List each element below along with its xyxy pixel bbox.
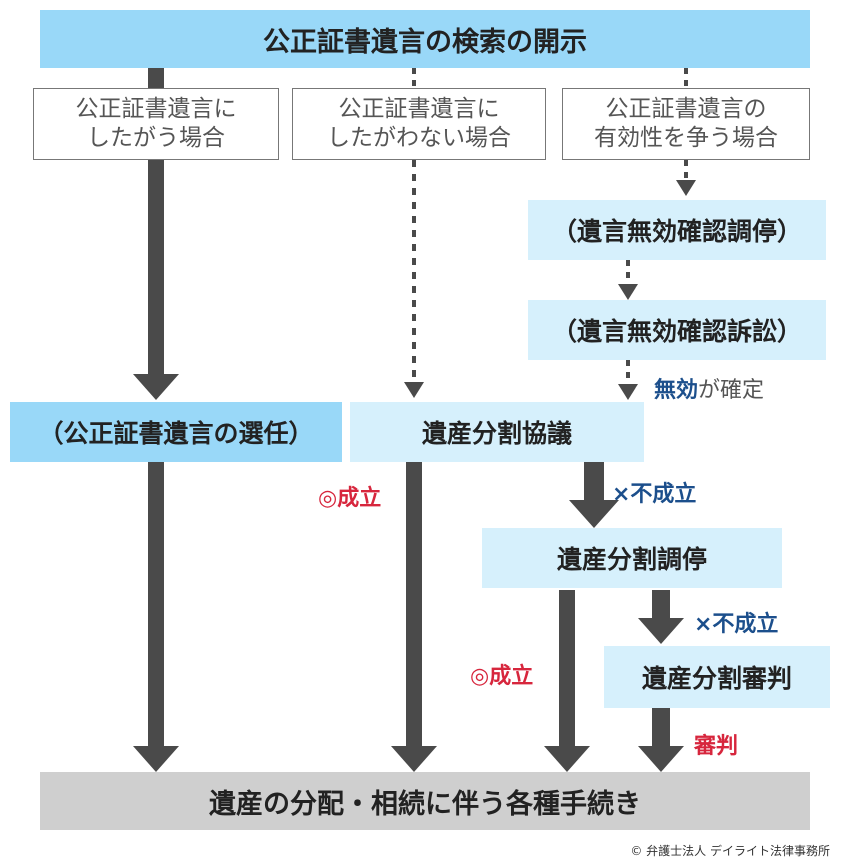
mediation-invalid-label: （遺言無効確認調停） <box>551 217 802 246</box>
lawsuit-invalid-box: （遺言無効確認訴訟） <box>528 300 826 360</box>
invalid-word: 無効 <box>654 378 699 403</box>
case-follow-line1: 公正証書遺言に <box>75 95 237 122</box>
success-label-2: ◎成立 <box>470 664 534 689</box>
confirmed-word: が確定 <box>698 378 765 403</box>
arrow-not-follow-dotted <box>404 68 424 398</box>
arrow-mediation-fail <box>638 590 684 644</box>
arrow-judgment-to-final <box>638 708 684 772</box>
division-mediation-label: 遺産分割調停 <box>556 545 707 574</box>
copyright-footer: © 弁護士法人 デイライト法律事務所 <box>630 844 830 858</box>
case-not-follow-box: 公正証書遺言に したがわない場合 <box>292 88 546 160</box>
division-mediation-box: 遺産分割調停 <box>482 528 782 588</box>
selection-label: （公正証書遺言の選任） <box>38 419 314 448</box>
success-label-1: ◎成立 <box>318 486 382 511</box>
mediation-invalid-box: （遺言無効確認調停） <box>528 200 826 260</box>
lawsuit-invalid-label: （遺言無効確認訴訟） <box>551 317 802 346</box>
arrow-mediation-success <box>544 590 590 772</box>
fail-label-2: ×不成立 <box>694 612 779 637</box>
case-dispute-line1: 公正証書遺言の <box>605 95 767 122</box>
final-box: 遺産の分配・相続に伴う各種手続き <box>40 772 810 830</box>
division-judgment-label: 遺産分割審判 <box>641 664 792 693</box>
arrow-dispute-dotted <box>676 68 696 196</box>
division-consult-label: 遺産分割協議 <box>421 419 572 448</box>
arrow-consult-fail <box>569 462 619 528</box>
case-not-follow-line2: したがわない場合 <box>327 125 511 151</box>
arrow-lawsuit-to-division <box>618 360 638 400</box>
arrow-mediation-to-lawsuit <box>618 260 638 300</box>
case-dispute-line2: 有効性を争う場合 <box>594 125 778 151</box>
division-judgment-box: 遺産分割審判 <box>604 646 830 708</box>
arrow-selection-to-final <box>133 462 179 772</box>
case-follow-box: 公正証書遺言に したがう場合 <box>33 88 279 160</box>
final-label: 遺産の分配・相続に伴う各種手続き <box>209 788 641 820</box>
judgment-label: 審判 <box>694 734 739 759</box>
arrow-consult-success <box>391 462 437 772</box>
top-title-box: 公正証書遺言の検索の開示 <box>40 10 810 68</box>
selection-box: （公正証書遺言の選任） <box>10 402 342 462</box>
arrow-follow-solid <box>133 68 179 400</box>
division-consult-box: 遺産分割協議 <box>350 402 644 462</box>
case-not-follow-line1: 公正証書遺言に <box>338 95 500 122</box>
top-title: 公正証書遺言の検索の開示 <box>263 26 587 58</box>
case-dispute-box: 公正証書遺言の 有効性を争う場合 <box>562 88 810 160</box>
invalid-confirmed-label: 無効が確定 <box>654 372 764 404</box>
fail-label-1: ×不成立 <box>612 482 697 507</box>
case-follow-line2: したがう場合 <box>87 125 225 151</box>
